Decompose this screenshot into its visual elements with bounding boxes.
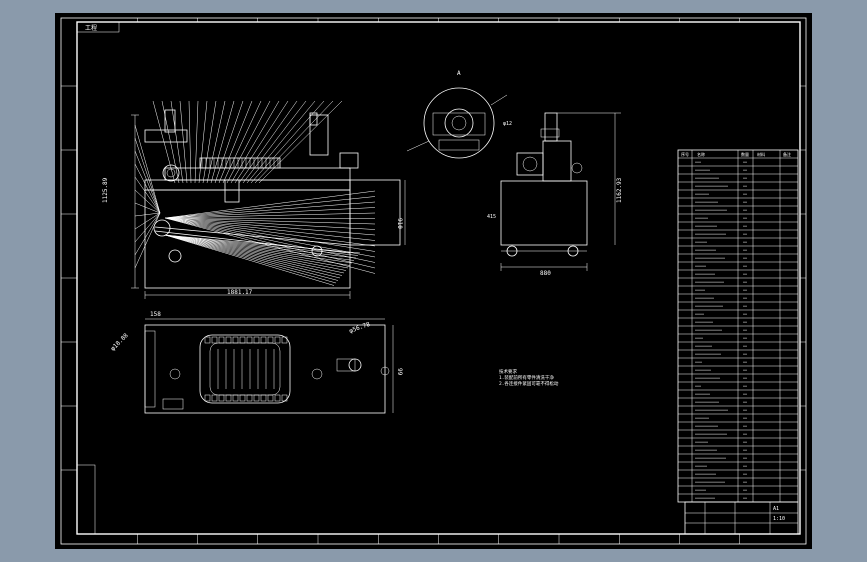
bom-col-material: 材料 (757, 151, 765, 157)
dim-plan-right: φ56.78 (348, 321, 371, 335)
plan-view (144, 318, 394, 414)
bom-col-no: 序号 (681, 151, 689, 157)
dim-plan-width: 158 (150, 311, 161, 318)
bom-header: 序号 名称 数量 材料 备注 (681, 151, 791, 157)
title-tab (76, 21, 120, 33)
dim-side-left: 415 (487, 214, 496, 220)
note-line-2: 2.各连接件紧固可靠不得松动 (499, 380, 559, 387)
note-title: 技术要求 (499, 368, 517, 375)
front-view (131, 100, 406, 299)
dim-plan-height: 99 (396, 368, 403, 376)
title-tab-text: 工程 (85, 24, 97, 32)
outer-frame (60, 17, 807, 545)
detail-view (406, 87, 508, 159)
side-view (500, 112, 621, 271)
bom-col-qty: 数量 (741, 151, 749, 157)
dim-side-diameter: φ12 (503, 121, 512, 127)
drawing-sheet: 工程 1881.17 1125.89 910 (55, 13, 812, 549)
zone-markers (61, 18, 806, 544)
dim-plan-dia-left: φ18.88 (109, 332, 130, 353)
dim-side-width: 880 (540, 270, 551, 277)
dim-front-height: 1125.89 (102, 177, 109, 203)
bom-col-name: 名称 (697, 151, 705, 157)
note-line-1: 1.装配前所有零件清洗干净 (499, 374, 554, 381)
technical-notes: 技术要求 1.装配前所有零件清洗干净 2.各连接件紧固可靠不得松动 (499, 368, 559, 387)
title-block-scale: 1:10 (773, 516, 785, 522)
dim-side-height: 1162.93 (616, 177, 623, 203)
dim-front-width: 1881.17 (227, 289, 253, 296)
title-block (76, 464, 799, 535)
title-block-sheet: A1 (773, 506, 779, 512)
detail-label: A (457, 70, 461, 77)
cad-drawing: 工程 1881.17 1125.89 910 (60, 17, 807, 545)
bill-of-materials (677, 149, 799, 503)
bom-col-remarks: 备注 (783, 151, 791, 157)
dim-front-right: 910 (396, 218, 403, 229)
